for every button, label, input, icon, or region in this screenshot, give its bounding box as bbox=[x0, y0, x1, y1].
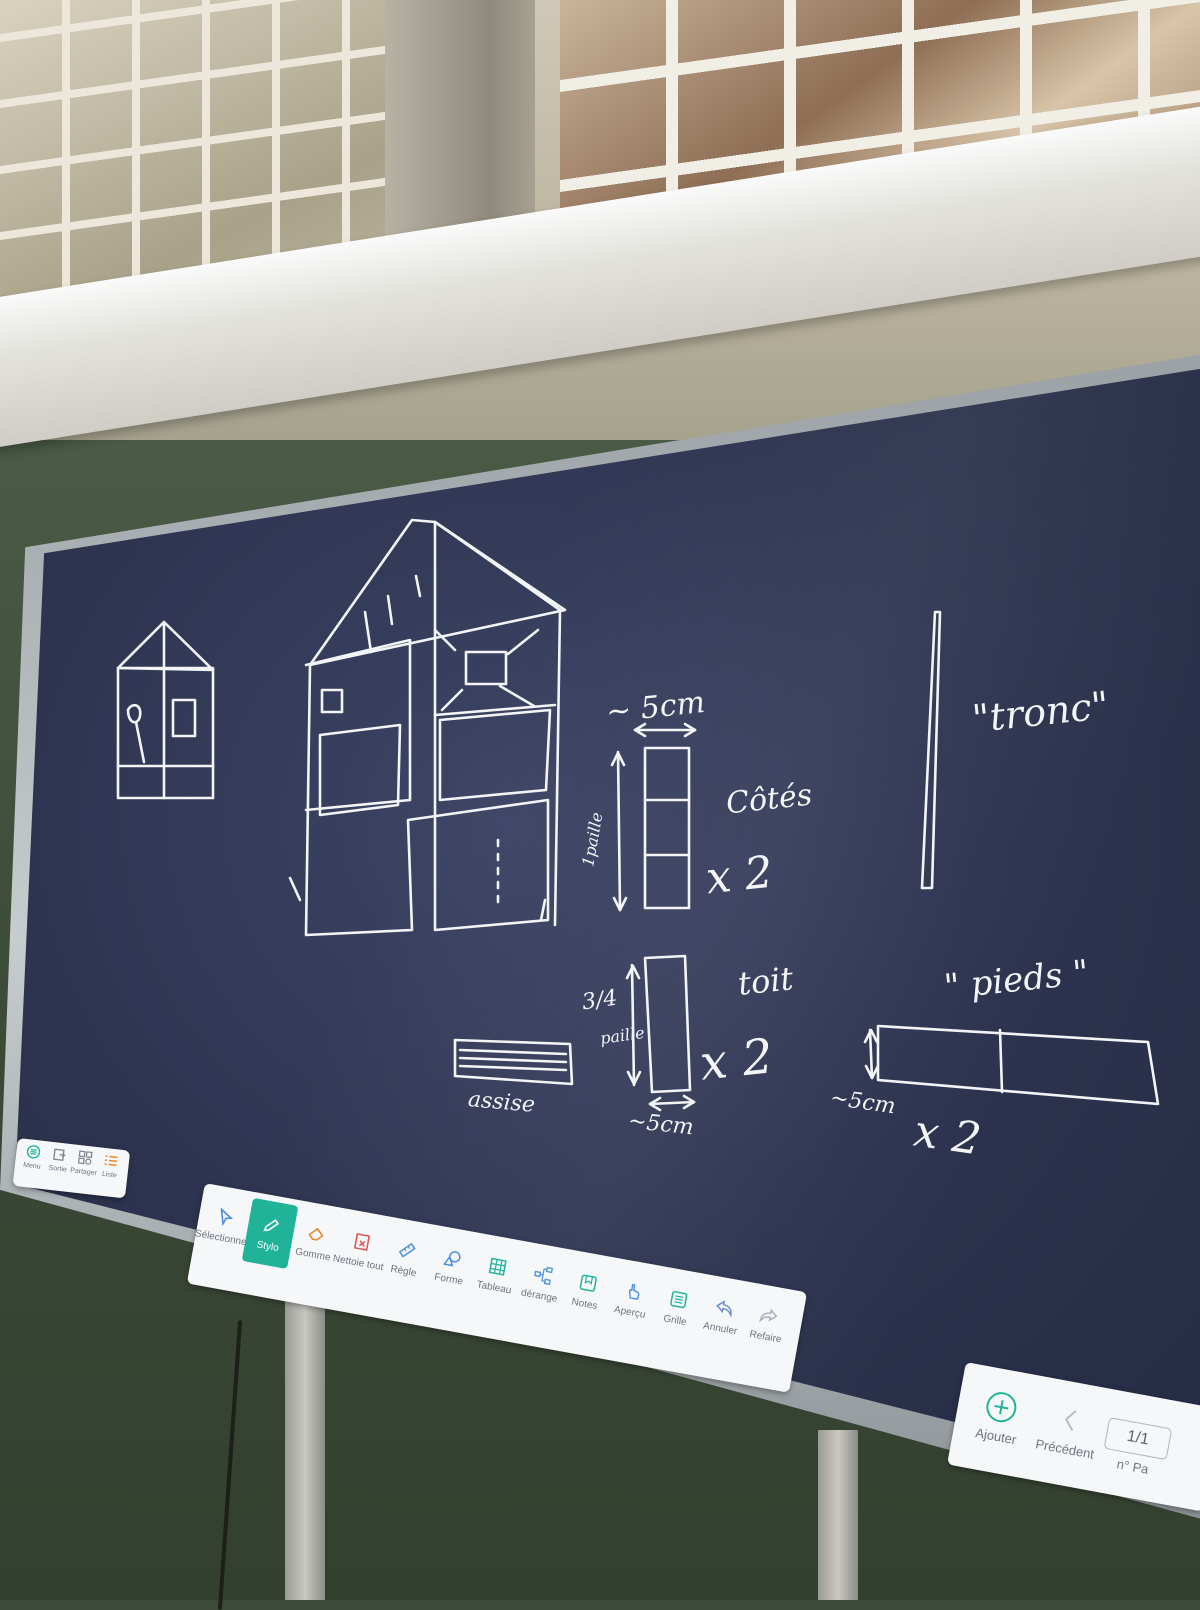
grid-icon bbox=[666, 1287, 692, 1313]
exit-label: Sortie bbox=[48, 1164, 68, 1174]
feet-piece bbox=[863, 1024, 1160, 1106]
select-tool-label: Sélectionner bbox=[194, 1228, 251, 1249]
plus-circle-icon bbox=[982, 1387, 1022, 1427]
label-roof: toit bbox=[736, 959, 796, 1003]
label-roof-height: 3/4 bbox=[580, 985, 619, 1016]
shape-tool-label: Forme bbox=[433, 1271, 464, 1288]
share-button[interactable]: Partager bbox=[70, 1148, 99, 1177]
undo-label: Annuler bbox=[702, 1320, 739, 1338]
mindmap-tool-label: dérange bbox=[520, 1287, 559, 1305]
ruler-tool-label: Règle bbox=[389, 1263, 418, 1280]
eraser-tool-label: Gomme bbox=[294, 1246, 332, 1264]
eraser-tool-button[interactable]: Gomme bbox=[287, 1206, 344, 1277]
list-label: Liste bbox=[101, 1170, 118, 1180]
trunk-piece bbox=[920, 610, 942, 890]
notes-tool-button[interactable]: Notes bbox=[558, 1255, 615, 1326]
grid-tool-label: Grille bbox=[662, 1313, 688, 1329]
page-number-control[interactable]: 1/1 n° Pa bbox=[1095, 1397, 1178, 1488]
mindmap-icon bbox=[530, 1262, 556, 1288]
board-stand-right bbox=[818, 1430, 858, 1600]
label-roof-count: x 2 bbox=[697, 1028, 776, 1092]
redo-label: Refaire bbox=[748, 1328, 783, 1346]
roof-piece bbox=[625, 954, 696, 1112]
label-sides-count: x 2 bbox=[703, 846, 776, 905]
list-icon bbox=[102, 1152, 120, 1170]
exit-button[interactable]: Sortie bbox=[44, 1145, 73, 1174]
big-house-sketch bbox=[288, 518, 567, 937]
redo-icon bbox=[757, 1303, 783, 1329]
undo-icon bbox=[711, 1295, 737, 1321]
main-toolbar: Sélectionner Stylo Gomme Nettoie tout Rè… bbox=[186, 1183, 808, 1393]
chevron-left-icon bbox=[1050, 1400, 1090, 1440]
menu-icon bbox=[25, 1143, 43, 1161]
add-page-label: Ajouter bbox=[974, 1425, 1018, 1448]
preview-tool-button[interactable]: Aperçu bbox=[604, 1264, 661, 1335]
preview-tool-label: Aperçu bbox=[613, 1304, 647, 1321]
mindmap-tool-button[interactable]: dérange bbox=[513, 1247, 570, 1318]
menu-button[interactable]: Menu bbox=[19, 1142, 48, 1171]
menu-label: Menu bbox=[22, 1161, 41, 1171]
clear-all-label: Nettoie tout bbox=[331, 1253, 385, 1274]
eraser-icon bbox=[304, 1221, 330, 1247]
board-stand-left bbox=[285, 1270, 325, 1600]
previous-page-button[interactable]: Précédent bbox=[1027, 1384, 1110, 1475]
page-number-label: n° Pa bbox=[1115, 1456, 1150, 1477]
notes-icon bbox=[575, 1270, 601, 1296]
exit-icon bbox=[51, 1146, 69, 1164]
grid-tool-button[interactable]: Grille bbox=[649, 1272, 706, 1343]
clear-all-button[interactable]: Nettoie tout bbox=[332, 1214, 389, 1285]
pen-tool-button[interactable]: Stylo bbox=[241, 1197, 299, 1270]
table-tool-label: Tableau bbox=[475, 1279, 513, 1297]
seat-piece bbox=[453, 1038, 574, 1086]
shape-icon bbox=[440, 1246, 466, 1272]
left-toolbar: Menu Sortie Partager Liste bbox=[12, 1138, 131, 1199]
undo-button[interactable]: Annuler bbox=[694, 1280, 751, 1351]
small-house-sketch bbox=[116, 620, 215, 800]
preview-icon bbox=[621, 1279, 647, 1305]
clear-all-icon bbox=[349, 1229, 375, 1255]
sides-piece bbox=[610, 722, 697, 912]
previous-page-label: Précédent bbox=[1034, 1436, 1096, 1462]
share-label: Partager bbox=[69, 1167, 98, 1178]
pen-icon bbox=[259, 1213, 285, 1239]
shape-tool-button[interactable]: Forme bbox=[423, 1231, 480, 1302]
share-icon bbox=[76, 1149, 94, 1167]
ruler-tool-button[interactable]: Règle bbox=[377, 1223, 434, 1294]
page-number-value[interactable]: 1/1 bbox=[1103, 1417, 1173, 1461]
pen-tool-label: Stylo bbox=[255, 1239, 280, 1255]
select-tool-button[interactable]: Sélectionner bbox=[194, 1190, 253, 1261]
table-icon bbox=[485, 1254, 511, 1280]
page-nav-toolbar: Ajouter Précédent 1/1 n° Pa bbox=[947, 1362, 1200, 1512]
list-button[interactable]: Liste bbox=[96, 1151, 125, 1180]
ruler-icon bbox=[394, 1237, 420, 1263]
notes-tool-label: Notes bbox=[570, 1296, 599, 1313]
label-feet-count: x 2 bbox=[910, 1105, 985, 1166]
cursor-icon bbox=[213, 1205, 239, 1231]
redo-button[interactable]: Refaire bbox=[740, 1288, 797, 1359]
add-page-button[interactable]: Ajouter bbox=[958, 1371, 1041, 1462]
table-tool-button[interactable]: Tableau bbox=[468, 1239, 525, 1310]
